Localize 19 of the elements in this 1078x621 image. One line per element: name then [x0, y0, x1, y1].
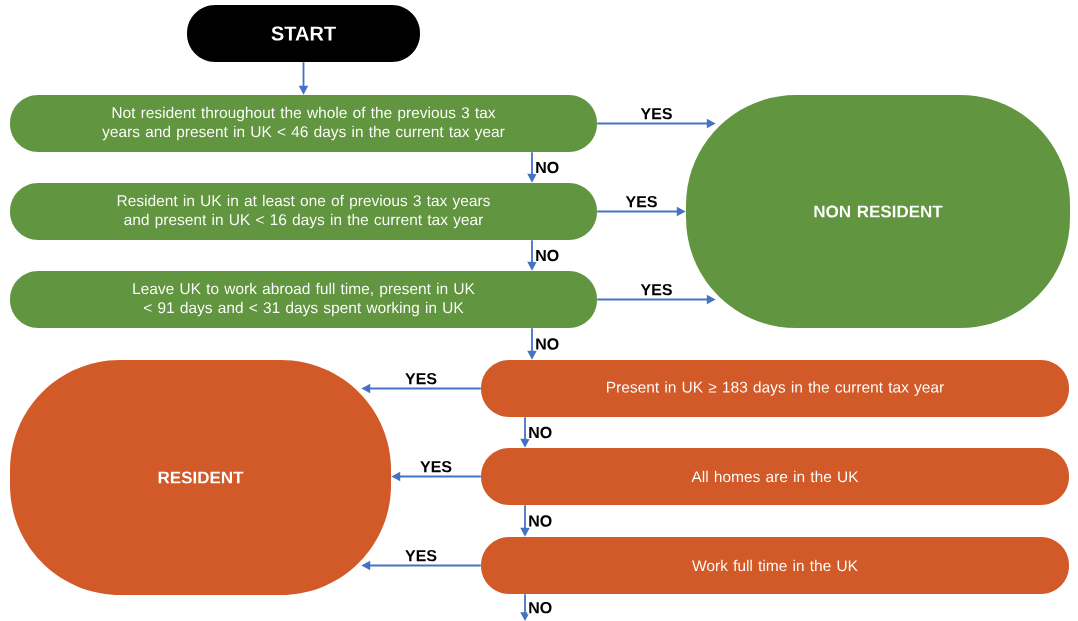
edge-label: YES — [404, 372, 438, 386]
edge-label: YES — [419, 460, 453, 474]
edge-label: YES — [639, 106, 674, 121]
edge-label: NO — [534, 160, 561, 175]
question-box: Resident in UK in at least one of previous 3 tax years and present in UK < 16 days in the current tax year — [10, 183, 597, 240]
question-box: Work full time in the UK — [481, 537, 1069, 594]
question-box: Leave UK to work abroad full time, present in UK < 91 days and < 31 days spent working in UK — [10, 271, 597, 328]
edge-label: NO — [534, 248, 561, 263]
edge-label: NO — [527, 425, 554, 440]
question-box: All homes are in the UK — [481, 448, 1069, 505]
question-box: Present in UK ≥ 183 days in the current tax year — [481, 360, 1069, 417]
edge-label: YES — [624, 194, 659, 209]
question-box: Not resident throughout the whole of the previous 3 tax years and present in UK < 46 days in the current tax year — [10, 95, 597, 152]
edge-label: YES — [639, 283, 674, 297]
edge-label: NO — [527, 514, 554, 528]
edge-label: YES — [404, 549, 438, 563]
start-terminal: START — [187, 5, 420, 62]
edge-label: NO — [527, 601, 554, 615]
edge-label: NO — [534, 337, 561, 351]
